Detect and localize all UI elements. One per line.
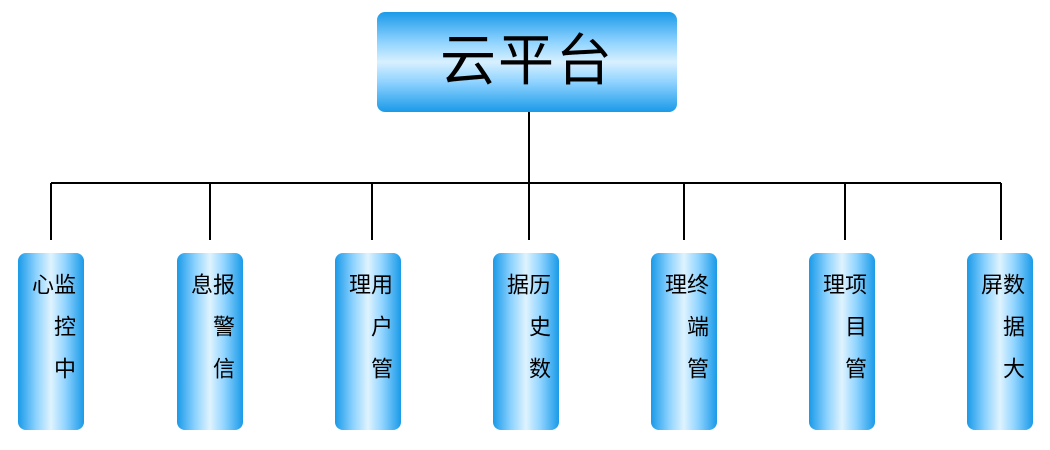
node-data-screen[interactable]: 数据大屏	[967, 253, 1033, 430]
node-label: 报警信息	[187, 273, 234, 399]
node-project-management[interactable]: 项目管理	[809, 253, 875, 430]
node-alarm-info[interactable]: 报警信息	[177, 253, 243, 430]
node-label: 项目管理	[819, 273, 866, 399]
node-label: 用户管理	[345, 273, 392, 399]
node-label: 数据大屏	[977, 273, 1024, 399]
root-node-cloud-platform[interactable]: 云平台	[377, 12, 677, 112]
node-label: 监控中心	[28, 273, 75, 399]
node-monitoring-center[interactable]: 监控中心	[18, 253, 84, 430]
node-label: 历史数据	[503, 273, 550, 399]
node-terminal-management[interactable]: 终端管理	[651, 253, 717, 430]
root-node-label: 云平台	[440, 29, 614, 94]
node-history-data[interactable]: 历史数据	[493, 253, 559, 430]
node-user-management[interactable]: 用户管理	[335, 253, 401, 430]
node-label: 终端管理	[661, 273, 708, 399]
